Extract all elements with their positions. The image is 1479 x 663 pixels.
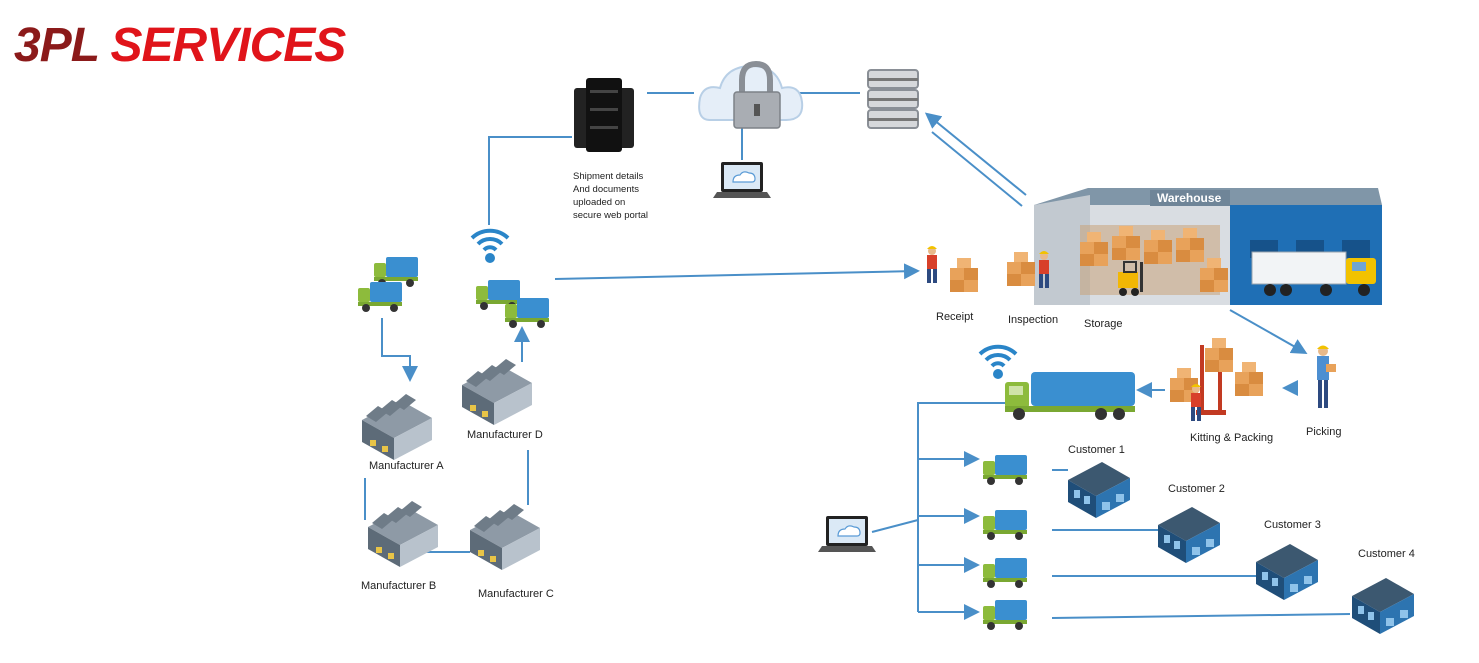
worker-icon — [1317, 345, 1336, 408]
shipment-line-3: uploaded on — [573, 197, 626, 208]
line-trucks-to-server — [488, 136, 572, 225]
factory-icon — [362, 394, 432, 460]
arrow-warehouse-to-database — [924, 112, 1027, 196]
customer-building-icon — [1068, 462, 1130, 518]
line-truck-to-customer-4 — [1051, 613, 1351, 619]
inspection-boxes — [1007, 252, 1035, 286]
receipt-label: Receipt — [936, 311, 974, 323]
customer-building-icon — [1256, 544, 1318, 600]
shipment-line-4: secure web portal — [573, 210, 648, 221]
truck-icon — [983, 558, 1027, 588]
connector-lines — [364, 92, 1351, 620]
server-icon — [574, 78, 634, 152]
truck-icon — [983, 455, 1027, 485]
laptop-icon — [817, 515, 877, 553]
forklift-icon — [1118, 261, 1143, 296]
database-icon — [867, 69, 919, 129]
manufacturer-c-label: Manufacturer C — [478, 588, 554, 600]
customer-building-icon — [1352, 578, 1414, 634]
worker-icon — [927, 246, 937, 283]
factory-icon — [470, 504, 540, 570]
title-part-services: SERVICES — [110, 19, 347, 72]
page-title: 3PL SERVICES — [14, 18, 347, 73]
laptop-icon — [712, 161, 772, 199]
truck-icon — [1005, 372, 1135, 420]
title-part-3pl: 3PL — [14, 19, 99, 72]
worker-icon — [1191, 384, 1201, 421]
customer-3-label: Customer 3 — [1264, 519, 1321, 531]
truck-icon — [983, 510, 1027, 540]
picking-label: Picking — [1306, 426, 1342, 438]
shipment-line-2: And documents — [573, 184, 640, 195]
wifi-icon — [470, 228, 510, 265]
line-database-to-warehouse — [931, 131, 1023, 207]
warehouse-icon — [1034, 188, 1382, 305]
customer-4-label: Customer 4 — [1358, 548, 1415, 560]
manufacturer-a-label: Manufacturer A — [369, 460, 444, 472]
cloud-lock-icon — [698, 60, 804, 129]
factory-icon — [462, 359, 532, 425]
manufacturer-b-label: Manufacturer B — [361, 580, 437, 592]
truck-icon — [983, 600, 1027, 630]
kitting-station — [1170, 338, 1263, 421]
factory-icon — [368, 501, 438, 567]
arrow-trucks-to-receipt — [554, 263, 920, 280]
shipment-line-1: Shipment details — [573, 171, 644, 182]
storage-shelves — [1080, 225, 1228, 295]
shipment-details-label: Shipment details And documents uploaded … — [573, 170, 673, 222]
truck-icon — [1251, 251, 1376, 296]
truck-icon — [358, 282, 402, 312]
kitting-packing-label: Kitting & Packing — [1190, 432, 1274, 444]
customer-building-icon — [1158, 507, 1220, 563]
arrow-trucks-to-manufacturer-a — [381, 318, 418, 382]
manufacturer-d-label: Manufacturer D — [467, 429, 543, 441]
wifi-icon — [978, 344, 1018, 381]
warehouse-label: Warehouse — [1157, 191, 1222, 205]
storage-label: Storage — [1084, 318, 1123, 330]
line-laptop-to-trunk — [871, 519, 919, 533]
arrow-warehouse-to-picking — [1229, 309, 1308, 354]
customer-2-label: Customer 2 — [1168, 483, 1225, 495]
receipt-boxes — [950, 258, 978, 292]
line-distribution-trunk — [917, 402, 1005, 612]
inspection-label: Inspection — [1008, 314, 1059, 326]
customer-1-label: Customer 1 — [1068, 444, 1125, 456]
